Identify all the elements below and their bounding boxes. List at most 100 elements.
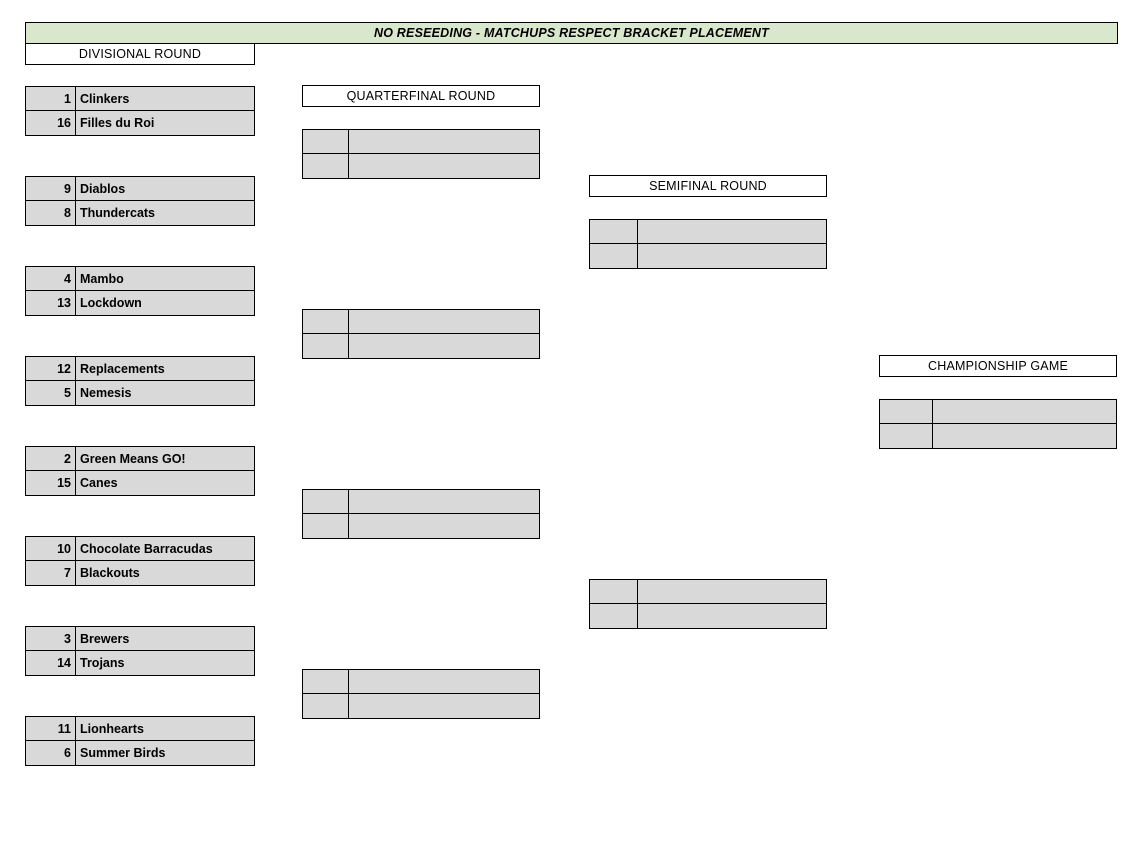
quarterfinal-slot-top[interactable]	[303, 310, 539, 334]
team-name: Mambo	[80, 271, 124, 286]
seed-number	[303, 694, 349, 718]
championship-game-header: CHAMPIONSHIP GAME	[879, 355, 1117, 377]
seed-number: 16	[26, 111, 76, 135]
divisional-slot-top[interactable]: 4 Mambo	[26, 267, 254, 291]
semifinal-slot-top[interactable]	[590, 580, 826, 604]
seed-number	[303, 334, 349, 358]
quarterfinal-slot-top[interactable]	[303, 670, 539, 694]
championship-matchup[interactable]	[879, 399, 1117, 449]
quarterfinal-slot-top[interactable]	[303, 490, 539, 514]
seed-number	[303, 154, 349, 178]
divisional-matchup[interactable]: 3 Brewers 14 Trojans	[25, 626, 255, 676]
seed-number: 10	[26, 537, 76, 560]
team-name	[933, 424, 1116, 448]
seed-number: 15	[26, 471, 76, 495]
team-name: Chocolate Barracudas	[80, 541, 213, 556]
divisional-slot-top[interactable]: 9 Diablos	[26, 177, 254, 201]
team-name: Lockdown	[80, 296, 142, 310]
divisional-round-label: DIVISIONAL ROUND	[78, 47, 202, 61]
team-name: Trojans	[80, 656, 125, 670]
seed-number: 14	[26, 651, 76, 675]
seed-number: 3	[26, 627, 76, 650]
team-name	[349, 670, 539, 693]
seed-number: 5	[26, 381, 76, 405]
banner-text: NO RESEEDING - MATCHUPS RESPECT BRACKET …	[373, 26, 769, 40]
team-name: Green Means GO!	[80, 451, 186, 466]
team-name: Diablos	[80, 181, 126, 196]
seed-number	[880, 400, 933, 423]
divisional-round-header: DIVISIONAL ROUND	[25, 43, 255, 65]
team-name	[638, 244, 826, 268]
semifinal-slot-bottom[interactable]	[590, 244, 826, 268]
quarterfinal-slot-bottom[interactable]	[303, 154, 539, 178]
championship-slot-top[interactable]	[880, 400, 1116, 424]
team-name	[933, 400, 1116, 423]
seed-number: 6	[26, 741, 76, 765]
seed-number	[590, 580, 638, 603]
seed-number	[880, 424, 933, 448]
team-name: Brewers	[80, 631, 130, 646]
team-name	[638, 604, 826, 628]
seed-number	[590, 220, 638, 243]
semifinal-round-label: SEMIFINAL ROUND	[649, 179, 767, 193]
team-name: Blackouts	[80, 566, 140, 580]
seed-number	[590, 604, 638, 628]
quarterfinal-slot-bottom[interactable]	[303, 694, 539, 718]
quarterfinal-matchup[interactable]	[302, 129, 540, 179]
quarterfinal-matchup[interactable]	[302, 489, 540, 539]
semifinal-round-header: SEMIFINAL ROUND	[589, 175, 827, 197]
team-name: Replacements	[80, 361, 165, 376]
quarterfinal-slot-bottom[interactable]	[303, 334, 539, 358]
divisional-slot-bottom[interactable]: 8 Thundercats	[26, 201, 254, 225]
seed-number: 9	[26, 177, 76, 200]
seed-number: 4	[26, 267, 76, 290]
seed-number: 12	[26, 357, 76, 380]
divisional-slot-bottom[interactable]: 6 Summer Birds	[26, 741, 254, 765]
quarterfinal-matchup[interactable]	[302, 309, 540, 359]
team-name	[349, 154, 539, 178]
team-name	[349, 490, 539, 513]
seed-number	[303, 514, 349, 538]
quarterfinal-matchup[interactable]	[302, 669, 540, 719]
team-name	[638, 220, 826, 243]
divisional-slot-top[interactable]: 3 Brewers	[26, 627, 254, 651]
semifinal-slot-bottom[interactable]	[590, 604, 826, 628]
semifinal-slot-top[interactable]	[590, 220, 826, 244]
championship-slot-bottom[interactable]	[880, 424, 1116, 448]
divisional-matchup[interactable]: 11 Lionhearts 6 Summer Birds	[25, 716, 255, 766]
divisional-slot-bottom[interactable]: 14 Trojans	[26, 651, 254, 675]
team-name: Summer Birds	[80, 746, 166, 760]
quarterfinal-slot-bottom[interactable]	[303, 514, 539, 538]
seed-number: 11	[26, 717, 76, 740]
quarterfinal-round-label: QUARTERFINAL ROUND	[346, 89, 496, 103]
team-name	[349, 130, 539, 153]
team-name: Lionhearts	[80, 721, 144, 736]
divisional-matchup[interactable]: 9 Diablos 8 Thundercats	[25, 176, 255, 226]
divisional-slot-top[interactable]: 10 Chocolate Barracudas	[26, 537, 254, 561]
semifinal-matchup[interactable]	[589, 219, 827, 269]
team-name: Thundercats	[80, 206, 156, 220]
seed-number	[303, 670, 349, 693]
divisional-slot-top[interactable]: 12 Replacements	[26, 357, 254, 381]
seed-number	[590, 244, 638, 268]
championship-game-label: CHAMPIONSHIP GAME	[928, 359, 1068, 373]
seed-number	[303, 490, 349, 513]
semifinal-matchup[interactable]	[589, 579, 827, 629]
quarterfinal-slot-top[interactable]	[303, 130, 539, 154]
divisional-slot-top[interactable]: 11 Lionhearts	[26, 717, 254, 741]
seed-number: 8	[26, 201, 76, 225]
team-name	[349, 514, 539, 538]
